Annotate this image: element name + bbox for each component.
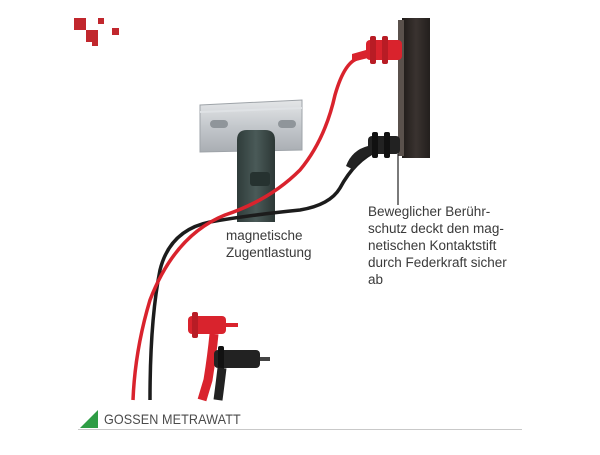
footer-divider [78, 429, 522, 430]
magnetic-clip [237, 130, 275, 222]
instrument-panel [398, 18, 430, 158]
strain-relief-label: magnetische Zugentlastung [226, 228, 312, 260]
black-plug-icon [346, 132, 400, 170]
din-rail [199, 99, 303, 153]
brand-name: GOSSEN METRAWATT [104, 411, 241, 427]
loose-probes [188, 312, 270, 402]
touch-protection-label: Beweglicher Berühr- schutz deckt den mag… [368, 204, 507, 287]
red-plug-icon [352, 36, 402, 64]
brand-logo: GOSSEN METRAWATT [80, 408, 256, 430]
red-test-lead [131, 56, 361, 401]
corner-logo-icon [74, 18, 119, 46]
black-test-lead [148, 140, 399, 401]
brand-triangle-icon [80, 410, 98, 428]
